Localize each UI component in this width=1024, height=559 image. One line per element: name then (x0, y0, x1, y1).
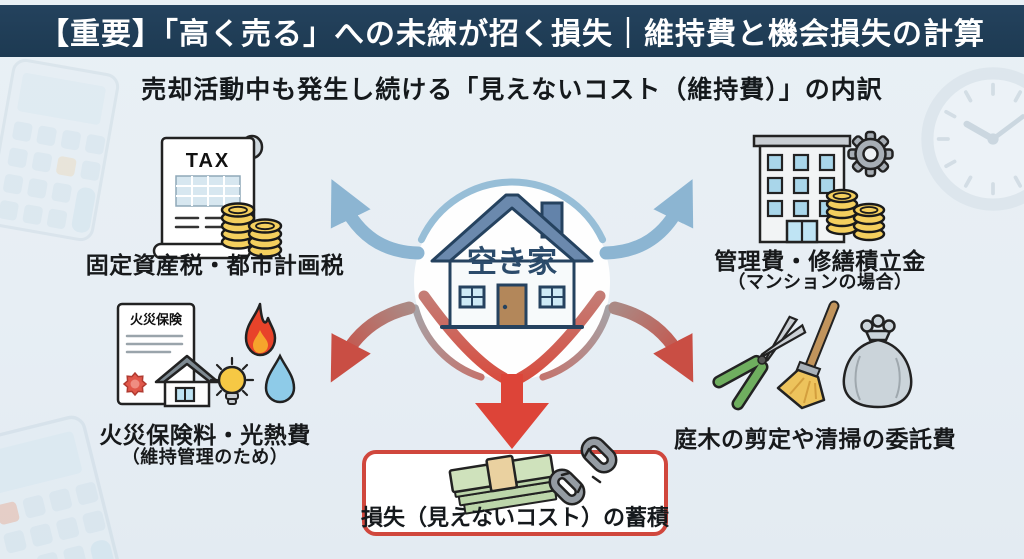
garbage-bag-icon (842, 314, 913, 409)
vacant-house-label: 空き家 (467, 246, 557, 279)
header-bar: 【重要】「高く売る」への未練が招く損失｜維持費と機会損失の計算 (0, 5, 1024, 57)
loss-result-label: 損失（見えないコスト）の蓄積 (360, 505, 669, 530)
fire-insurance-icon: 火災保険 (116, 302, 296, 408)
arrow-to-management (599, 179, 694, 260)
flame-icon (244, 302, 277, 357)
management-sublabel: （マンションの場合） (727, 272, 913, 292)
arrow-to-tax (330, 179, 425, 260)
ring-arc-left (411, 304, 485, 381)
page-subtitle: 売却活動中も発生し続ける「見えないコスト（維持費）」の内訳 (141, 76, 883, 104)
arrow-to-insurance (330, 301, 416, 383)
broken-chain-icon (548, 436, 618, 506)
arrow-to-loss-curve-left (418, 290, 510, 384)
building-icon (752, 130, 894, 244)
small-house-icon (154, 354, 220, 408)
insurance-label: 火災保険料・光熱費 (99, 422, 311, 448)
shears-icon (712, 315, 807, 411)
tax-document-icon: TAX (152, 134, 283, 260)
insurance-sublabel: （維持管理のため） (121, 447, 289, 467)
coin-stack-icon (825, 188, 886, 242)
money-stack-icon (448, 453, 558, 515)
ring-arc-right (539, 304, 613, 381)
garden-tools-icon (712, 300, 913, 411)
bulb-icon (209, 356, 255, 405)
arrow-to-loss-head (475, 374, 549, 449)
arrow-to-loss-curve-right (514, 290, 606, 384)
coin-stack-icon (220, 202, 283, 258)
gear-icon (847, 130, 894, 178)
broom-icon (776, 300, 840, 410)
arrow-to-garden (608, 301, 694, 383)
page-title: 【重要】「高く売る」への未練が招く損失｜維持費と機会損失の計算 (39, 18, 985, 51)
management-label: 管理費・修繕積立金 (714, 248, 926, 274)
tax-doc-text: TAX (186, 150, 231, 172)
garden-label: 庭木の剪定や清掃の委託費 (674, 426, 956, 452)
insurance-doc-text: 火災保険 (130, 312, 183, 327)
water-drop-icon (264, 353, 296, 404)
vacant-house-icon: 空き家 (430, 193, 594, 329)
calculator-decoration-top-left (0, 58, 120, 242)
calculator-decoration-bottom-left (0, 415, 125, 559)
ring-arc-top (417, 178, 607, 244)
clock-decoration (921, 67, 1024, 211)
tax-label: 固定資産税・都市計画税 (85, 252, 345, 278)
